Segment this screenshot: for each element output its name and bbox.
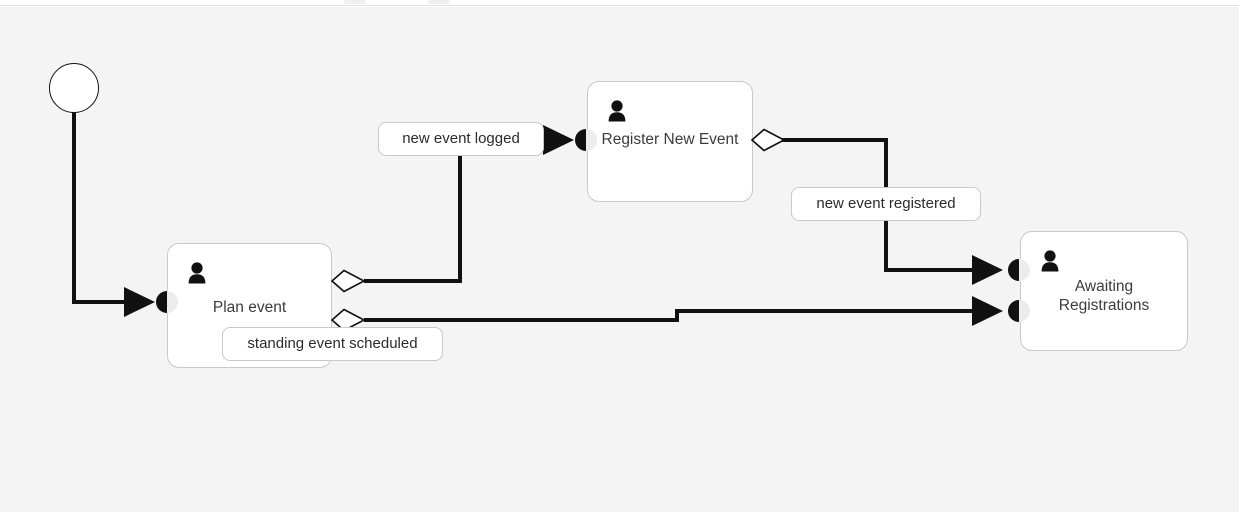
person-icon [608, 100, 626, 122]
diagram-canvas[interactable]: Plan event Register New Event [0, 7, 1239, 512]
port-arrow-register-new-event-in [543, 125, 574, 155]
node-awaiting-registrations[interactable]: Awaiting Registrations [1020, 231, 1188, 351]
node-label: Awaiting Registrations [1058, 278, 1150, 314]
toolbar-strip [0, 0, 1239, 6]
edge-plan-event-to-awaiting-registrations [364, 309, 973, 322]
input-port-register-new-event[interactable] [575, 129, 597, 151]
port-arrow-plan-event-in [124, 287, 155, 317]
person-icon [188, 262, 206, 284]
toolbar-ghost-item[interactable] [428, 0, 450, 4]
port-arrow-awaiting-registrations-in-1 [972, 255, 1003, 285]
edge-start-to-plan-event [72, 106, 124, 304]
output-port-plan-event-1[interactable] [331, 269, 365, 293]
input-port-awaiting-registrations-1[interactable] [1008, 259, 1030, 281]
node-register-new-event[interactable]: Register New Event [587, 81, 753, 202]
edge-plan-event-to-register-new-event [364, 155, 462, 283]
start-event-node[interactable] [49, 63, 99, 113]
output-port-register-new-event-1[interactable] [751, 128, 785, 152]
port-arrow-awaiting-registrations-in-2 [972, 296, 1003, 326]
node-label: Register New Event [601, 131, 739, 148]
edge-label-new-event-registered[interactable]: new event registered [791, 187, 981, 221]
edge-label-new-event-logged[interactable]: new event logged [378, 122, 544, 156]
person-icon [1041, 250, 1059, 272]
node-label: Plan event [212, 299, 287, 316]
input-port-awaiting-registrations-2[interactable] [1008, 300, 1030, 322]
input-port-plan-event[interactable] [156, 291, 178, 313]
edge-label-standing-event-scheduled[interactable]: standing event scheduled [222, 327, 443, 361]
toolbar-ghost-item[interactable] [344, 0, 366, 4]
